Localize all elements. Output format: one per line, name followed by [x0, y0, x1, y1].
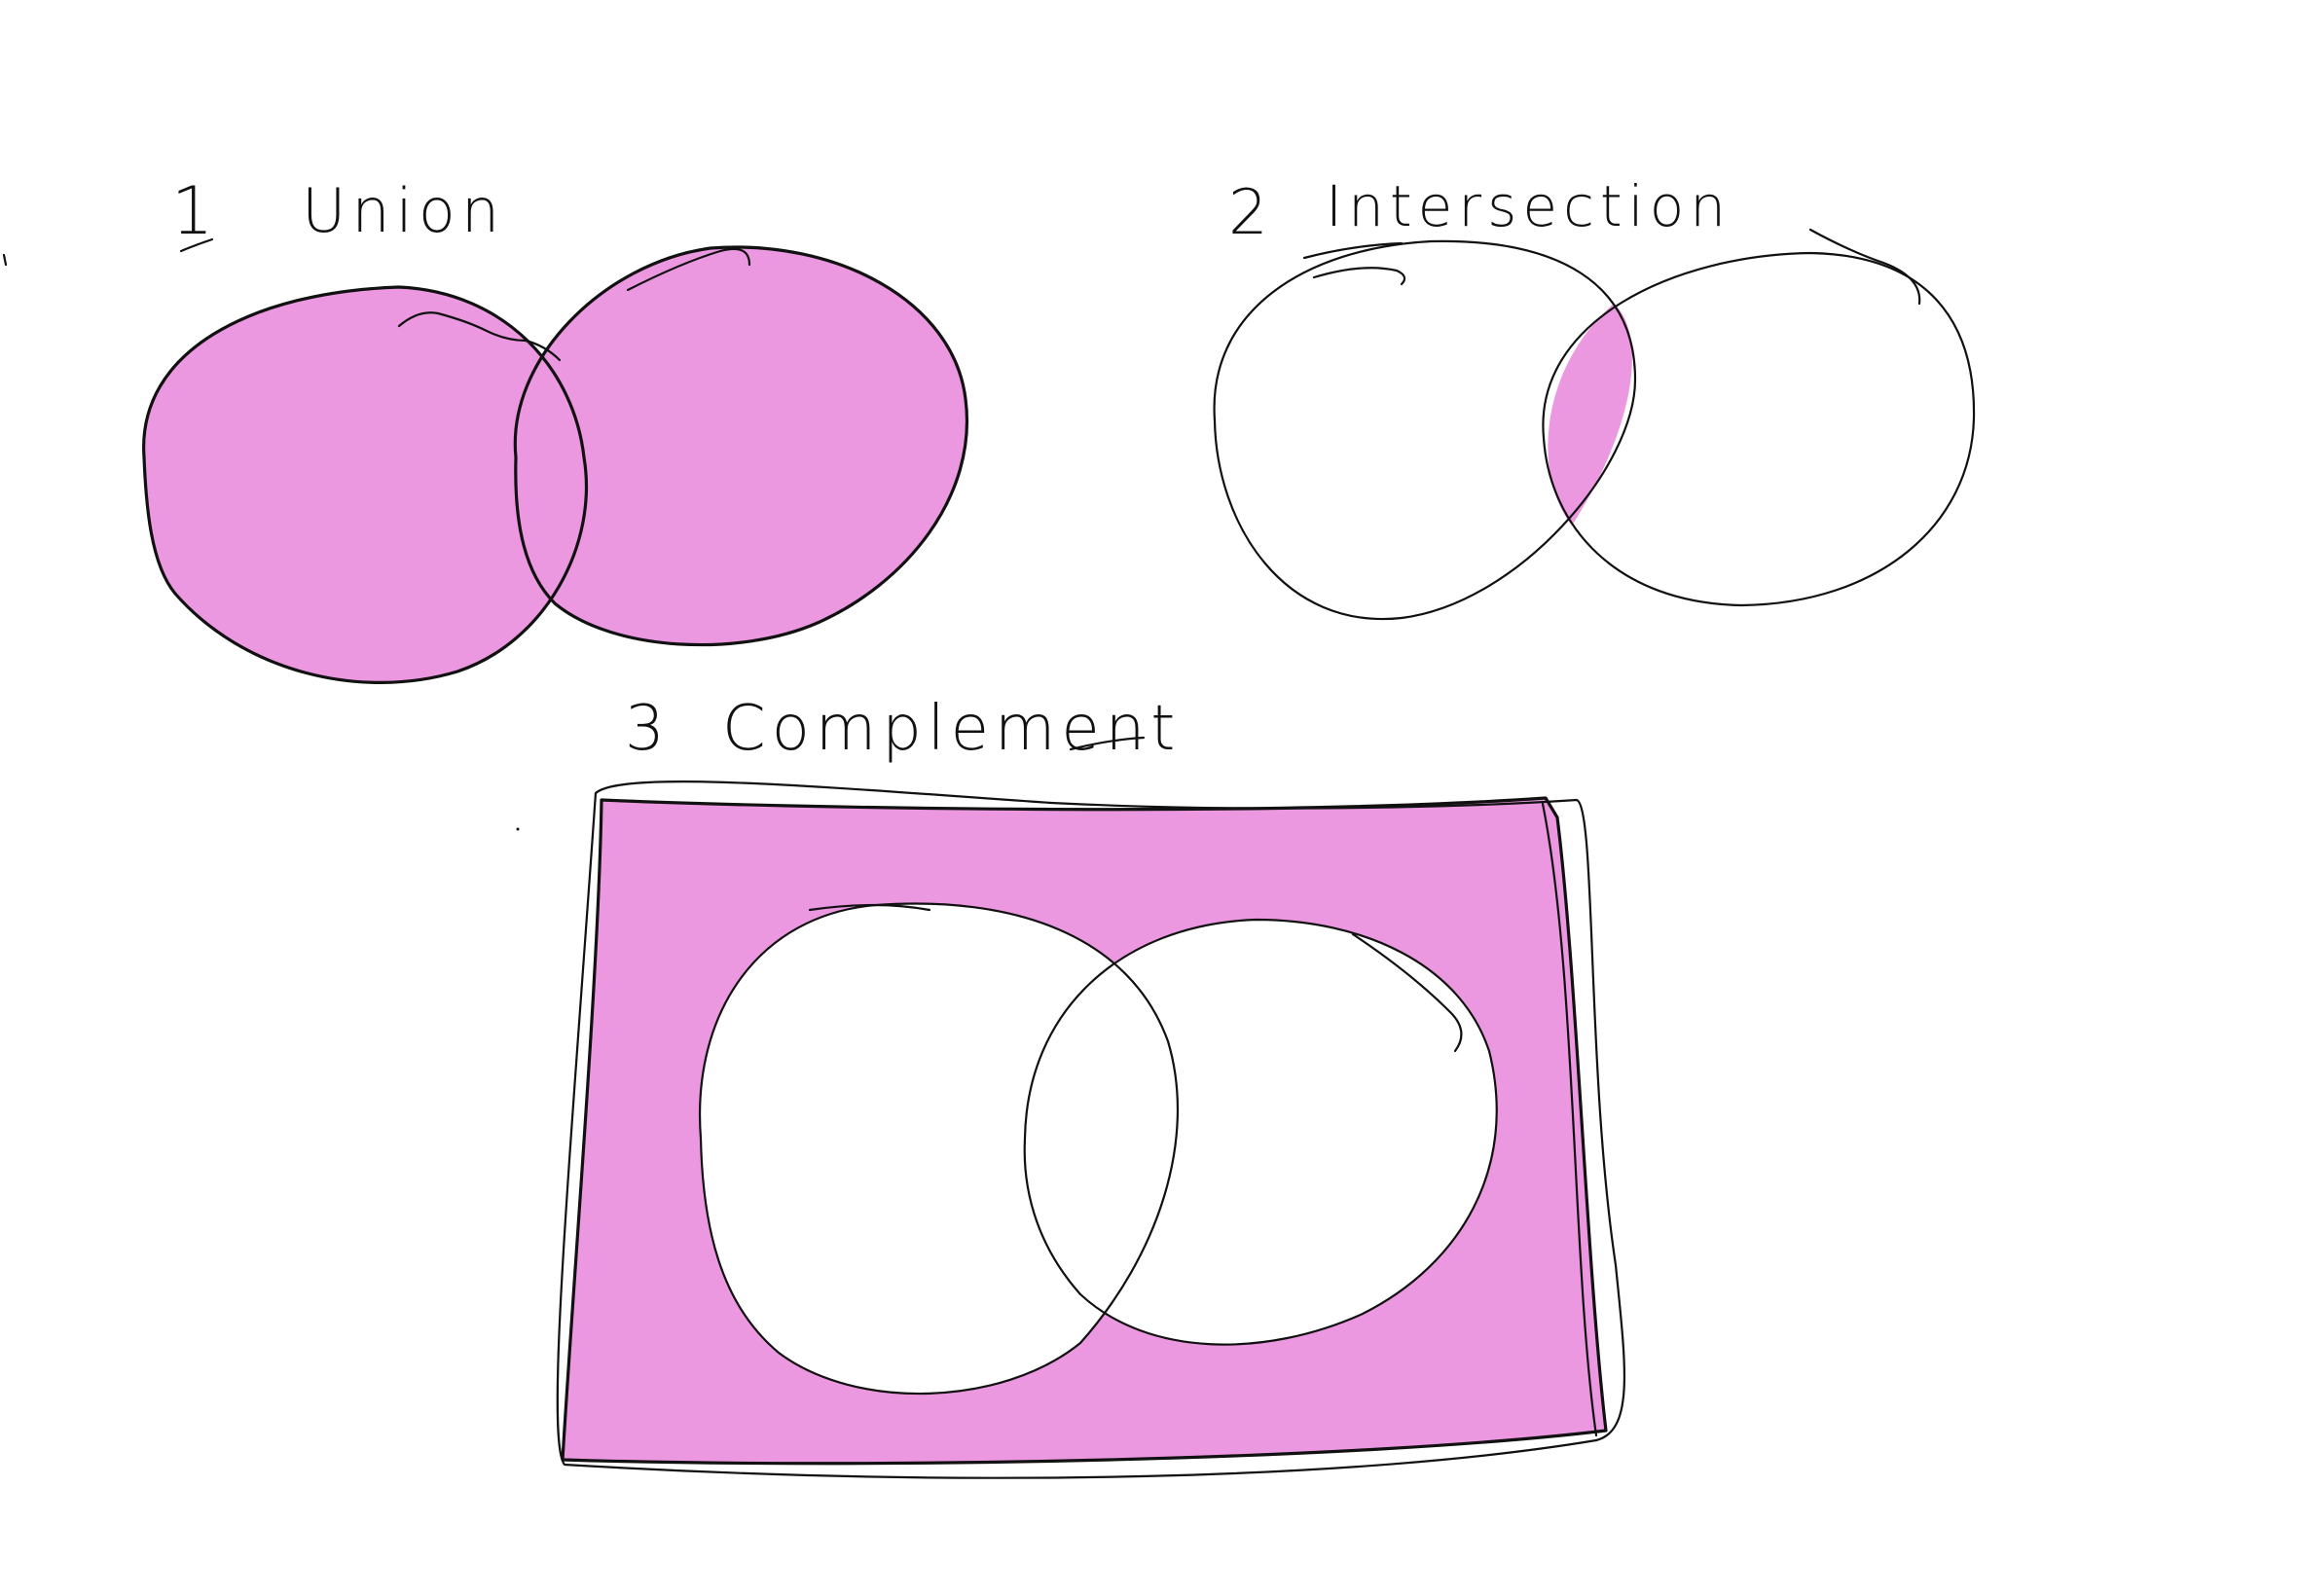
set-e-stroke-tail	[808, 903, 931, 912]
set-b-outline	[513, 245, 968, 647]
set-c-outline	[1213, 239, 1637, 621]
universe-outline	[561, 796, 1608, 1466]
intersection-diagram: 2 Intersection	[1213, 173, 1976, 621]
union-number-underline	[179, 237, 214, 253]
set-b-fill	[515, 246, 967, 645]
intersection-number: 2	[1228, 177, 1274, 249]
intersection-fill	[1548, 304, 1632, 526]
intersection-stroke-tail-a	[1302, 241, 1406, 286]
set-e-outline	[698, 902, 1180, 1396]
set-a-outline	[142, 285, 589, 685]
union-title: Union	[302, 175, 505, 246]
set-d-outline	[1542, 251, 1976, 607]
complement-title-tail	[1069, 736, 1146, 751]
universe-outline-second-pass	[556, 780, 1626, 1479]
union-number: 1	[171, 173, 219, 250]
union-stroke-tail-a	[397, 311, 562, 362]
intersection-stroke-tail-b	[1808, 228, 1921, 306]
set-a-fill	[143, 287, 587, 683]
complement-diagram: 3 Complement	[556, 693, 1626, 1479]
universe-outline-third-pass	[1541, 802, 1598, 1437]
complement-number: 3	[625, 693, 671, 765]
union-stroke-tail-b	[626, 247, 751, 292]
complement-title: Complement	[722, 693, 1181, 765]
intersection-title: Intersection	[1326, 173, 1732, 239]
set-f-white	[1024, 920, 1497, 1345]
set-f-stroke-tail	[1351, 932, 1463, 1053]
union-fill	[143, 246, 967, 683]
stray-mark-left	[2, 253, 8, 267]
union-diagram: 1 Union	[142, 173, 968, 685]
stray-dot	[516, 827, 520, 831]
set-f-outline	[1023, 918, 1498, 1346]
